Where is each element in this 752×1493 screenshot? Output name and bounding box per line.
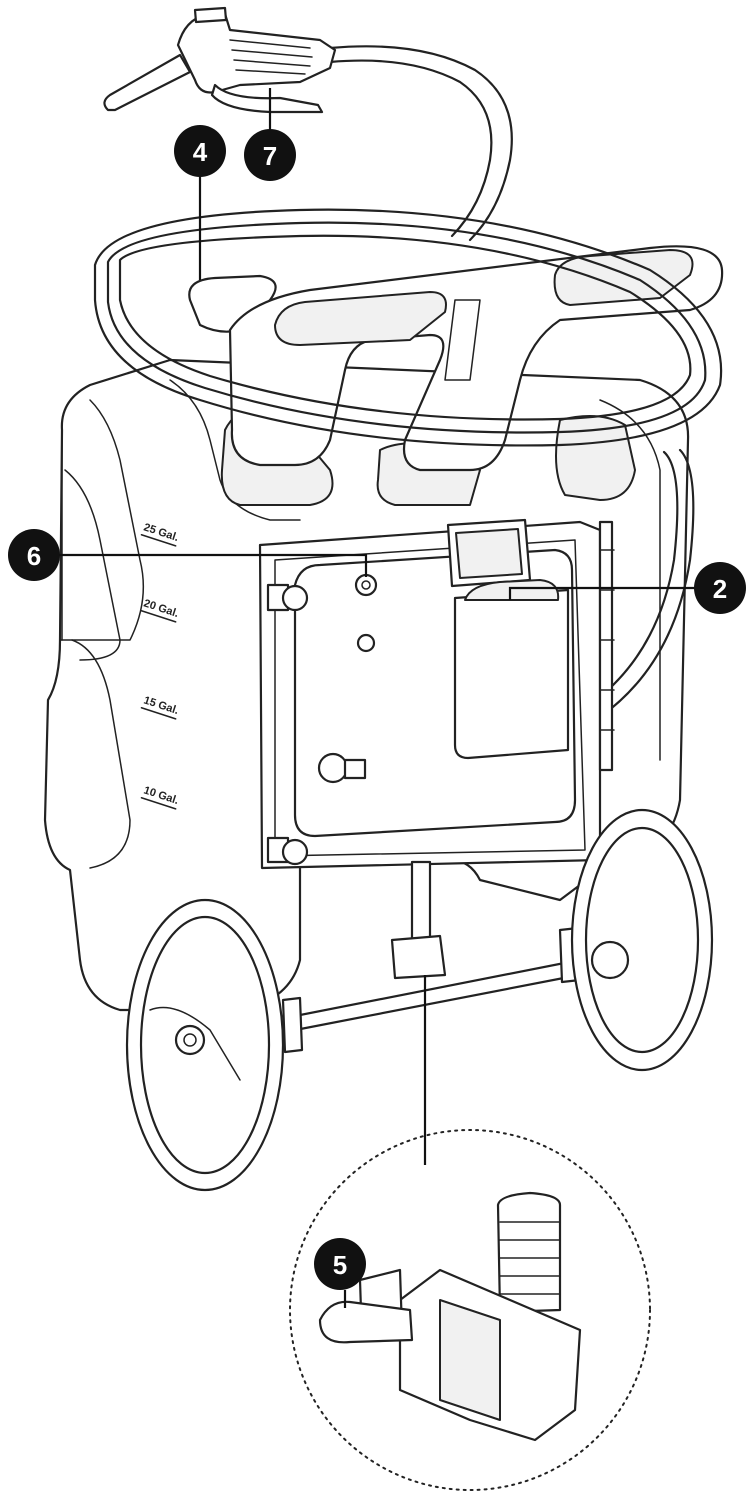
callout-7: 7 <box>244 129 296 181</box>
callout-4-label: 4 <box>193 137 208 167</box>
front-panel <box>258 518 615 870</box>
pump-stem <box>390 860 447 980</box>
detail-view <box>289 1129 651 1491</box>
hose-coil <box>93 208 723 447</box>
callout-2-label: 2 <box>713 574 727 604</box>
callout-5: 5 <box>314 1238 366 1290</box>
callout-6-label: 6 <box>27 541 41 571</box>
callout-4: 4 <box>174 125 226 177</box>
callout-6: 6 <box>8 529 60 581</box>
callout-5-label: 5 <box>333 1250 347 1280</box>
fuel-nozzle <box>103 6 337 114</box>
callout-2: 2 <box>694 562 746 614</box>
handle <box>188 245 724 472</box>
left-wheel <box>125 898 285 1192</box>
right-wheel <box>570 808 714 1072</box>
callout-7-label: 7 <box>263 141 277 171</box>
axle-bar <box>281 926 607 1054</box>
